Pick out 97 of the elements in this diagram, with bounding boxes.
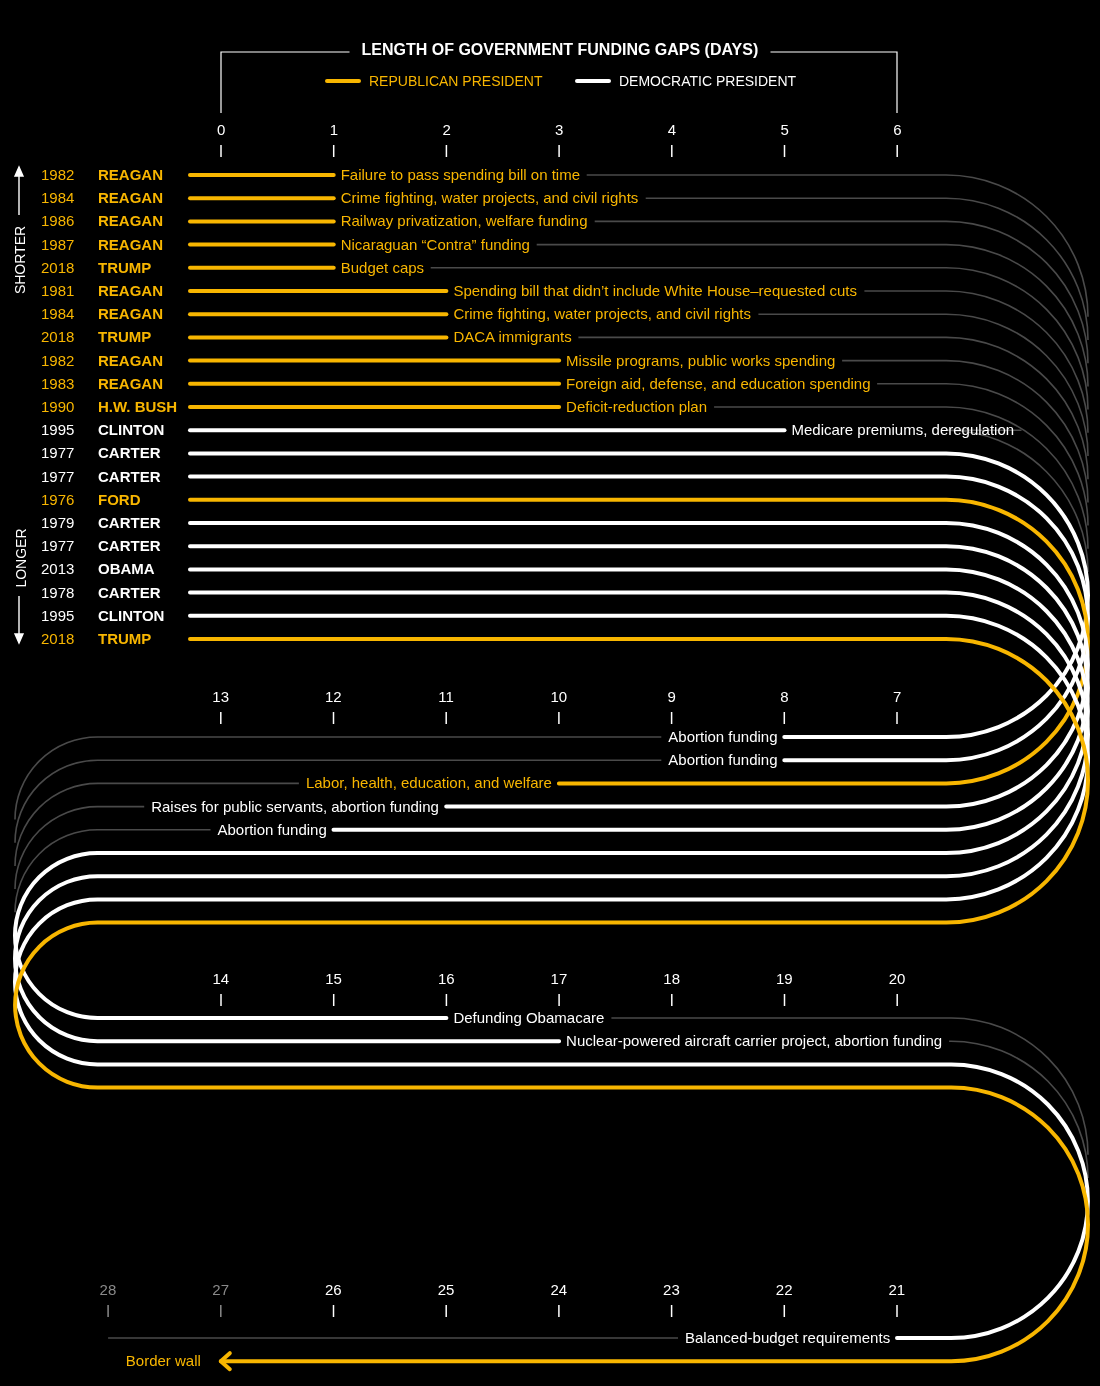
- tick-label: 19: [776, 971, 793, 987]
- president-label: REAGAN: [98, 190, 163, 207]
- year-label: 1986: [41, 213, 75, 230]
- president-label: TRUMP: [98, 329, 152, 346]
- bar-annotation: Border wall: [125, 1353, 201, 1370]
- tick-label: 8: [780, 689, 789, 705]
- bar-annotation: Medicare premiums, deregulation: [791, 422, 1015, 439]
- tick-label: 15: [325, 971, 342, 987]
- bar-annotation: Foreign aid, defense, and education spending: [566, 375, 871, 392]
- president-label: REAGAN: [98, 306, 163, 323]
- tick-label: 0: [217, 122, 226, 138]
- tick-label: 16: [437, 971, 455, 987]
- bar-annotation: Nicaraguan “Contra” funding: [340, 236, 530, 253]
- year-label: 1995: [41, 607, 75, 624]
- axis-direction-label: LONGER: [12, 528, 29, 588]
- tick-label: 11: [438, 689, 454, 705]
- year-label: 1977: [41, 468, 75, 485]
- year-label: 1979: [41, 515, 75, 531]
- tick-label: 22: [775, 1282, 793, 1298]
- tick-label: 21: [888, 1282, 906, 1298]
- president-label: REAGAN: [98, 352, 163, 369]
- tick-label: 2: [442, 122, 451, 138]
- tick-label: 25: [437, 1282, 455, 1298]
- tick-label: 13: [212, 689, 229, 705]
- year-label: 1984: [41, 306, 75, 323]
- bar-annotation: Railway privatization, welfare funding: [340, 213, 588, 230]
- tick-label: 28: [99, 1282, 117, 1298]
- tick-label: 9: [667, 689, 676, 705]
- president-label: CARTER: [98, 515, 161, 531]
- tick-label: 10: [550, 689, 568, 705]
- tick-label: 3: [555, 122, 564, 138]
- president-label: OBAMA: [98, 561, 155, 578]
- axis-direction-label: SHORTER: [12, 225, 29, 295]
- tick-label: 6: [893, 122, 902, 138]
- president-label: CARTER: [98, 538, 161, 555]
- year-label: 1984: [41, 190, 75, 207]
- president-label: CARTER: [98, 468, 161, 485]
- tick-label: 23: [663, 1282, 680, 1298]
- tick-label: 5: [780, 122, 789, 138]
- bar-annotation: Budget caps: [340, 259, 425, 276]
- bar-annotation: DACA immigrants: [453, 329, 572, 346]
- bar-annotation: Crime fighting, water projects, and civil rights: [453, 306, 751, 323]
- tick-label: 18: [663, 971, 680, 987]
- year-label: 1978: [41, 584, 75, 601]
- bar-annotation: Defunding Obamacare: [453, 1010, 605, 1026]
- bar-annotation: Missile programs, public works spending: [566, 352, 836, 369]
- year-label: 1982: [41, 167, 75, 183]
- bar-annotation: Failure to pass spending bill on time: [340, 167, 580, 183]
- tick-label: 12: [325, 689, 342, 705]
- president-label: FORD: [98, 491, 141, 508]
- year-label: 2013: [41, 561, 75, 578]
- year-label: 2018: [41, 259, 75, 276]
- tick-label: 24: [550, 1282, 568, 1298]
- year-label: 1983: [41, 375, 75, 392]
- legend-label: REPUBLICAN PRESIDENT: [369, 73, 543, 89]
- year-label: 2018: [41, 329, 75, 346]
- tick-label: 27: [212, 1282, 229, 1298]
- president-label: H.W. BUSH: [98, 399, 178, 415]
- bar-annotation: Crime fighting, water projects, and civil rights: [340, 190, 639, 207]
- president-label: REAGAN: [98, 167, 163, 183]
- bar-annotation: Balanced-budget requirements: [685, 1330, 891, 1346]
- bar-annotation: Abortion funding: [217, 821, 327, 838]
- bar-annotation: Raises for public servants, abortion funding: [151, 798, 439, 815]
- year-label: 1987: [41, 236, 75, 253]
- year-label: 1981: [41, 283, 75, 299]
- president-label: TRUMP: [98, 631, 152, 647]
- tick-label: 14: [212, 971, 230, 987]
- bar-annotation: Nuclear-powered aircraft carrier project, abortion funding: [566, 1033, 943, 1050]
- legend-label: DEMOCRATIC PRESIDENT: [619, 73, 797, 89]
- year-label: 1976: [41, 491, 75, 508]
- tick-label: 17: [550, 971, 568, 987]
- bar-annotation: Spending bill that didn’t include White House–requested cuts: [453, 283, 857, 299]
- president-label: REAGAN: [98, 375, 163, 392]
- bar-annotation: Abortion funding: [668, 729, 778, 745]
- president-label: CLINTON: [98, 607, 165, 624]
- bar-annotation: Labor, health, education, and welfare: [305, 775, 552, 792]
- president-label: REAGAN: [98, 283, 163, 299]
- president-label: CARTER: [98, 445, 161, 462]
- year-label: 1977: [41, 538, 75, 555]
- tick-label: 1: [329, 122, 339, 138]
- president-label: REAGAN: [98, 236, 163, 253]
- tick-label: 7: [893, 689, 902, 705]
- year-label: 2018: [41, 631, 75, 647]
- president-label: CARTER: [98, 584, 161, 601]
- tick-label: 26: [325, 1282, 342, 1298]
- bar-annotation: Abortion funding: [668, 752, 778, 769]
- bar-annotation: Deficit-reduction plan: [566, 399, 707, 415]
- president-label: REAGAN: [98, 213, 163, 230]
- president-label: CLINTON: [98, 422, 165, 439]
- tick-label: 4: [667, 122, 677, 138]
- president-label: TRUMP: [98, 259, 152, 276]
- year-label: 1995: [41, 422, 75, 439]
- year-label: 1982: [41, 352, 75, 369]
- chart-title: LENGTH OF GOVERNMENT FUNDING GAPS (DAYS): [361, 42, 759, 58]
- year-label: 1977: [41, 445, 75, 462]
- year-label: 1990: [41, 399, 75, 415]
- tick-label: 20: [888, 971, 906, 987]
